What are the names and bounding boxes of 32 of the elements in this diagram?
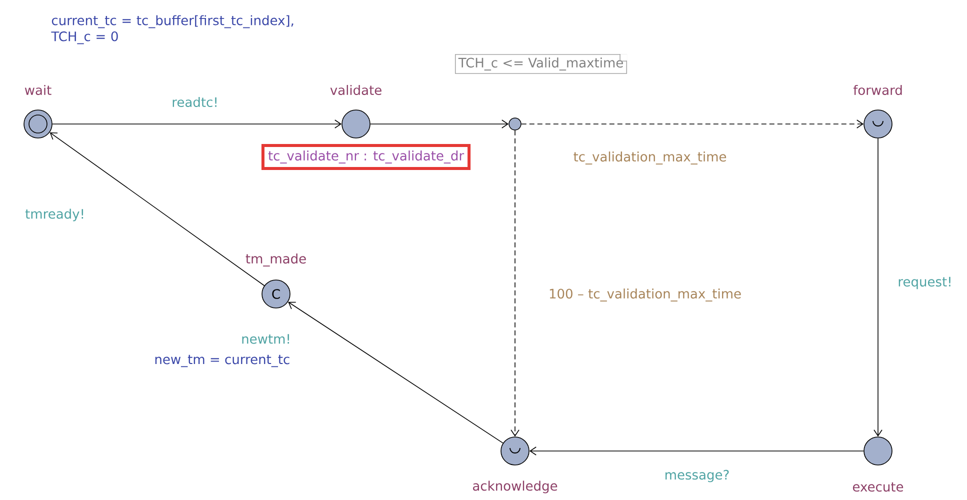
invariant-note: TCH_c <= Valid_maxtime bbox=[454, 54, 628, 74]
edge-label: newtm! bbox=[240, 333, 292, 345]
arrow bbox=[50, 132, 265, 286]
edge-label: tc_validation_max_time bbox=[572, 150, 728, 166]
urgent-location: acknowledge bbox=[473, 436, 558, 494]
node-label: validate bbox=[330, 84, 382, 96]
edge-label: readtc! bbox=[170, 96, 220, 108]
arrow bbox=[510, 130, 520, 437]
edge-label: 100 – tc_validation_max_time bbox=[548, 288, 742, 302]
arrow bbox=[874, 138, 882, 437]
assignment-label: new_tm = current_tc bbox=[155, 354, 290, 368]
arrow bbox=[370, 120, 509, 128]
branch-point bbox=[508, 118, 522, 130]
edge-label: request! bbox=[896, 276, 954, 290]
edge-label: tmready! bbox=[24, 208, 86, 222]
node-label: forward bbox=[853, 84, 902, 96]
arrow bbox=[288, 302, 504, 444]
edge-label: message? bbox=[663, 468, 731, 484]
initial-location: wait bbox=[24, 84, 52, 138]
node-label: acknowledge bbox=[473, 480, 558, 494]
arrow bbox=[521, 120, 864, 128]
node-label: execute bbox=[852, 482, 904, 492]
location: validate bbox=[330, 84, 382, 138]
location: execute bbox=[852, 436, 904, 492]
committed-location: tm_made C bbox=[246, 254, 306, 308]
arrow bbox=[52, 120, 342, 128]
node-label: wait bbox=[24, 84, 52, 96]
arrow bbox=[529, 446, 864, 456]
node-label: tm_made bbox=[246, 254, 306, 266]
highlight-box: tc_validate_nr : tc_validate_dr bbox=[261, 144, 471, 170]
assignment-label: current_tc = tc_buffer[first_tc_index], TCH_c = 0 bbox=[51, 15, 294, 44]
urgent-location: forward bbox=[853, 84, 902, 138]
